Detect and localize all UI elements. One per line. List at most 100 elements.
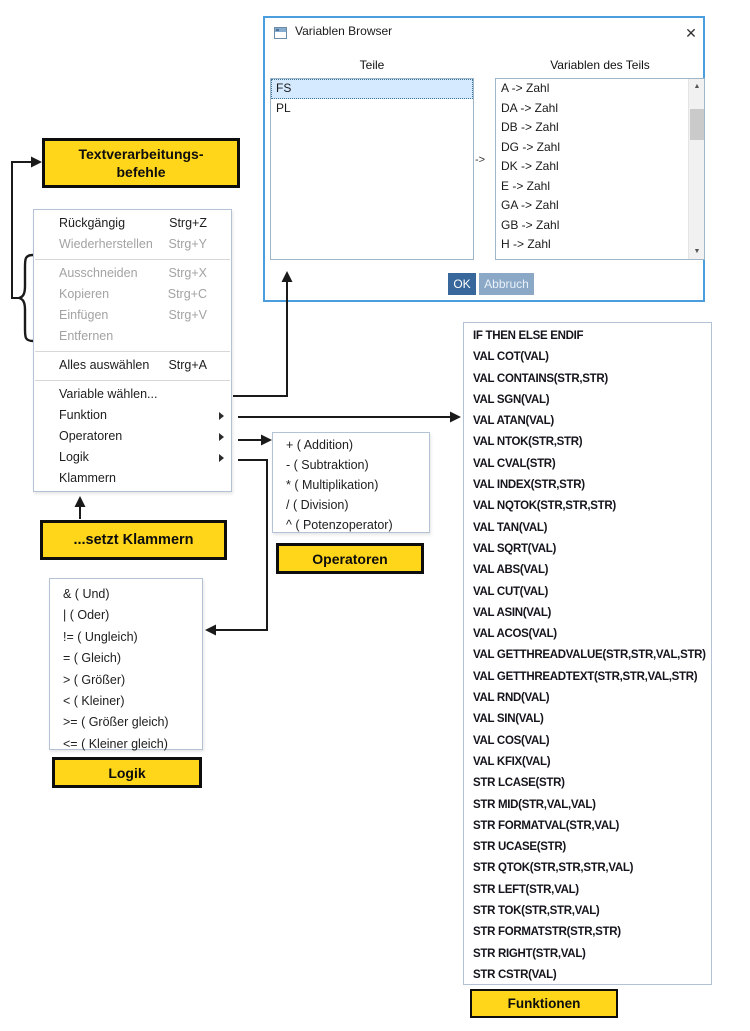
function-item[interactable]: VAL ASIN(VAL) xyxy=(473,606,552,619)
function-item[interactable]: IF THEN ELSE ENDIF xyxy=(473,330,584,342)
menu-separator xyxy=(34,376,231,384)
function-item[interactable]: STR MID(STR,VAL,VAL) xyxy=(473,798,596,811)
menu-item-ausschneiden[interactable]: Ausschneiden Strg+X xyxy=(34,263,231,284)
logic-submenu: & ( Und) | ( Oder) != ( Ungleich) = ( Gleic… xyxy=(49,578,203,751)
logic-item[interactable]: != ( Ungleich) xyxy=(63,629,138,644)
function-item[interactable]: STR CSTR(VAL) xyxy=(473,968,557,981)
list-item-teil[interactable]: PL xyxy=(276,100,291,115)
function-item[interactable]: STR RIGHT(STR,VAL) xyxy=(473,947,586,960)
submenu-arrow-icon xyxy=(219,432,224,441)
function-item[interactable]: STR TOK(STR,STR,VAL) xyxy=(473,905,600,918)
menu-item-shortcut: Strg+C xyxy=(167,287,207,301)
menu-item-klammern[interactable]: Klammern xyxy=(34,468,231,489)
function-item[interactable]: VAL KFIX(VAL) xyxy=(473,755,551,768)
menu-separator xyxy=(34,255,231,263)
arrowhead-klammern xyxy=(74,496,86,507)
operator-item[interactable]: ^ ( Potenzoperator) xyxy=(286,518,393,532)
function-item[interactable]: VAL COT(VAL) xyxy=(473,351,549,364)
close-icon[interactable]: ✕ xyxy=(685,25,697,41)
list-item-variable[interactable]: DA -> Zahl xyxy=(501,100,559,115)
operator-item[interactable]: + ( Addition) xyxy=(286,438,354,452)
function-item[interactable]: VAL INDEX(STR,STR) xyxy=(473,479,585,492)
connector-text-commands xyxy=(11,161,32,299)
list-item-variable[interactable]: E -> Zahl xyxy=(501,178,551,193)
function-item[interactable]: VAL ATAN(VAL) xyxy=(473,415,554,428)
function-item[interactable]: VAL COS(VAL) xyxy=(473,734,550,747)
arrowhead-operatoren xyxy=(261,434,272,446)
menu-item-label: Funktion xyxy=(59,408,107,422)
function-item[interactable]: VAL GETTHREADVALUE(STR,STR,VAL,STR) xyxy=(473,649,706,662)
submenu-arrow-icon xyxy=(219,411,224,420)
logic-item[interactable]: >= ( Größer gleich) xyxy=(63,715,169,730)
cancel-button[interactable]: Abbruch xyxy=(479,273,534,295)
function-item[interactable]: VAL NTOK(STR,STR) xyxy=(473,436,583,449)
function-item[interactable]: VAL SIN(VAL) xyxy=(473,713,544,726)
function-item[interactable]: VAL TAN(VAL) xyxy=(473,521,548,534)
list-item-variable[interactable]: DB -> Zahl xyxy=(501,120,559,134)
logic-item[interactable]: <= ( Kleiner gleich) xyxy=(63,736,168,751)
menu-item-logik[interactable]: Logik xyxy=(34,447,231,468)
list-item-variable[interactable]: H -> Zahl xyxy=(501,237,551,251)
logic-item[interactable]: = ( Gleich) xyxy=(63,651,122,666)
scrollbar[interactable]: ▲ ▼ xyxy=(688,79,704,259)
scroll-up-icon[interactable]: ▲ xyxy=(693,83,701,90)
function-item[interactable]: STR FORMATVAL(STR,VAL) xyxy=(473,819,620,832)
list-item-variable[interactable]: GA -> Zahl xyxy=(501,198,559,212)
function-item[interactable]: STR UCASE(STR) xyxy=(473,841,566,854)
logic-item[interactable]: & ( Und) xyxy=(63,587,110,601)
function-item[interactable]: VAL CONTAINS(STR,STR) xyxy=(473,372,608,385)
function-item[interactable]: STR FORMATSTR(STR,STR) xyxy=(473,926,621,939)
menu-item-variable-wählen[interactable]: Variable wählen... xyxy=(34,384,231,405)
operator-item[interactable]: - ( Subtraktion) xyxy=(286,458,369,472)
function-item[interactable]: VAL ACOS(VAL) xyxy=(473,628,557,641)
function-item[interactable]: VAL CUT(VAL) xyxy=(473,585,548,598)
function-item[interactable]: STR LCASE(STR) xyxy=(473,777,565,790)
list-item-variable[interactable]: GB -> Zahl xyxy=(501,217,560,232)
scrollbar-thumb[interactable] xyxy=(690,109,704,140)
menu-item-shortcut: Strg+Y xyxy=(168,237,207,251)
menu-item-funktion[interactable]: Funktion xyxy=(34,405,231,426)
logic-item[interactable]: < ( Kleiner) xyxy=(63,693,125,708)
operator-item[interactable]: / ( Division) xyxy=(286,498,349,512)
menu-item-label: Ausschneiden xyxy=(59,266,138,280)
scroll-down-icon[interactable]: ▼ xyxy=(693,248,701,255)
function-item[interactable]: STR QTOK(STR,STR,STR,VAL) xyxy=(473,862,634,875)
function-item[interactable]: VAL SGN(VAL) xyxy=(473,393,550,406)
menu-separator xyxy=(34,347,231,355)
logic-item[interactable]: | ( Oder) xyxy=(63,608,110,623)
function-item[interactable]: STR LEFT(STR,VAL) xyxy=(473,883,579,896)
menu-item-label: Entfernen xyxy=(59,329,114,343)
label-sets-brackets-text: ...setzt Klammern xyxy=(73,532,194,548)
function-item[interactable]: VAL NQTOK(STR,STR,STR) xyxy=(473,500,616,513)
logic-item[interactable]: > ( Größer) xyxy=(63,672,126,687)
function-item[interactable]: VAL ABS(VAL) xyxy=(473,564,549,577)
menu-item-label: Operatoren xyxy=(59,429,123,443)
function-item[interactable]: VAL SQRT(VAL) xyxy=(473,542,556,555)
label-text-commands-line2: befehle xyxy=(116,164,166,180)
functions-submenu: IF THEN ELSE ENDIF VAL COT(VAL) VAL CONTAI… xyxy=(463,322,712,985)
list-item-variable[interactable]: A -> Zahl xyxy=(501,81,550,95)
transfer-arrow-label: -> xyxy=(474,154,486,166)
menu-item-shortcut: Strg+X xyxy=(168,266,207,280)
list-item-variable[interactable]: DG -> Zahl xyxy=(501,139,561,154)
function-item[interactable]: VAL RND(VAL) xyxy=(473,692,550,705)
menu-item-operatoren[interactable]: Operatoren xyxy=(34,426,231,447)
list-item-teil[interactable]: FS xyxy=(271,79,473,99)
variablen-browser-dialog: Variablen Browser ✕ Teile Variablen des … xyxy=(263,16,705,302)
list-item-variable[interactable]: DK -> Zahl xyxy=(501,159,559,173)
function-item[interactable]: VAL GETTHREADTEXT(STR,STR,VAL,STR) xyxy=(473,670,698,683)
label-logic: Logik xyxy=(52,757,202,788)
menu-item-entfernen[interactable]: Entfernen xyxy=(34,326,231,347)
menu-item-label: Einfügen xyxy=(59,308,109,322)
ok-button[interactable]: OK xyxy=(448,273,476,295)
operator-item[interactable]: * ( Multiplikation) xyxy=(286,478,379,492)
function-item[interactable]: VAL CVAL(STR) xyxy=(473,457,556,470)
